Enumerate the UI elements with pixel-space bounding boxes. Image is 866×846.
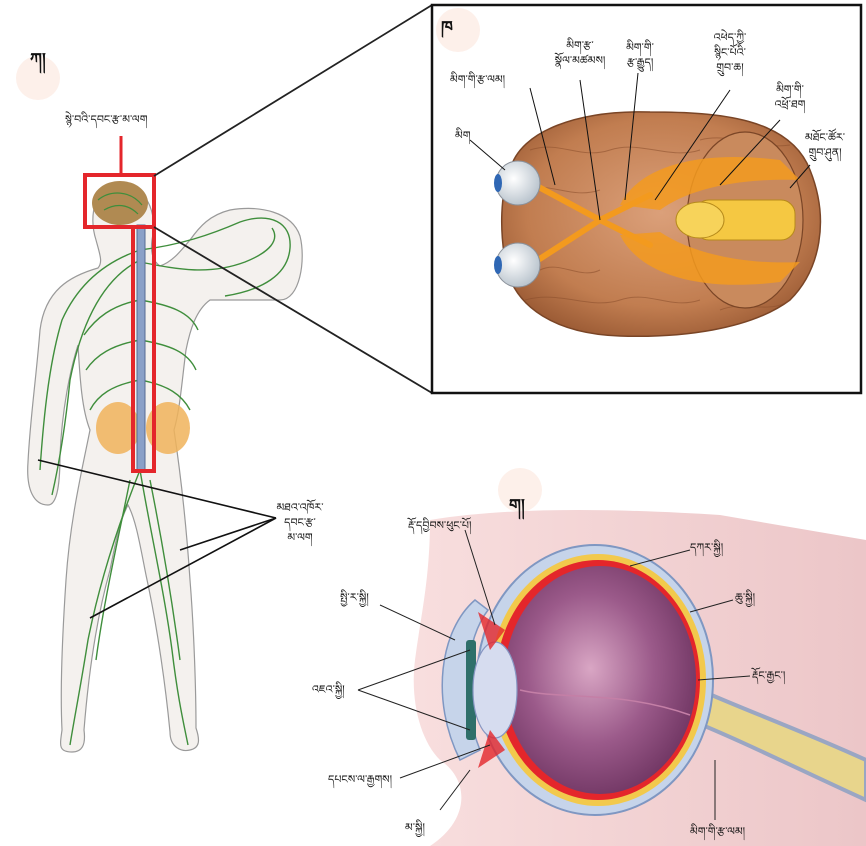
label-geniculate-line-1: འཕེད་ཀྱི་ bbox=[695, 30, 765, 45]
label-conjunctiva: མ་སྐྱི། bbox=[405, 820, 425, 835]
label-ciliary-body: རྡོ་དབྱིབས་ཕུང་པོ། bbox=[408, 518, 471, 533]
label-retina: རྡོང་རྒྱང་། bbox=[752, 668, 785, 683]
peripheral-line-2: དབང་རྩ་ bbox=[260, 515, 340, 530]
peripheral-line-1: མཐའ་འཁོར་ bbox=[260, 500, 340, 515]
lens bbox=[473, 642, 517, 738]
peripheral-line-3: མ་ལག bbox=[260, 530, 340, 545]
label-visual-cortex-line-1: མཐོང་ཚོར་ bbox=[790, 130, 860, 145]
label-suspensory-ligament: དཔངས་ལ་རྒྱགས། bbox=[328, 772, 392, 787]
label-sclera: དཀར་སྐྱི། bbox=[690, 540, 723, 555]
label-visual-cortex-line-2: གྲུབ་ཤུན། bbox=[790, 145, 860, 160]
label-optic-chiasm: མིག་རྩ་ སྣོལ་མཚམས། bbox=[545, 38, 615, 68]
vitreous-body bbox=[504, 566, 696, 794]
label-geniculate-line-2: སྙིང་པོའི་ bbox=[695, 45, 765, 60]
label-optic-radiation: མིག་གི་ འཕྲོ་ཐག bbox=[760, 82, 820, 112]
label-optic-nerve-b: མིག་གི་རྩ་ལམ། bbox=[450, 72, 505, 87]
label-geniculate-line-3: གྲུབ་ཆ། bbox=[695, 60, 765, 75]
label-optic-tract-line-2: རྩ་རྒྱུད། bbox=[610, 55, 670, 70]
label-visual-cortex: མཐོང་ཚོར་ གྲུབ་ཤུན། bbox=[790, 130, 860, 160]
iris-bottom bbox=[494, 256, 502, 274]
label-eye: མིག bbox=[455, 128, 470, 143]
brain-spine-system-label: སྙེ་བའི་དབང་རྩ་མ་ལག bbox=[65, 112, 147, 127]
body-outline bbox=[28, 185, 303, 752]
label-radiation-line-2: འཕྲོ་ཐག bbox=[760, 97, 820, 112]
label-cornea: སྤྱི་ར་སྐྱི། bbox=[340, 590, 369, 605]
peripheral-system-label: མཐའ་འཁོར་ དབང་རྩ་ མ་ལག bbox=[260, 500, 340, 545]
pons bbox=[676, 202, 724, 238]
label-iris: འཇའ་སྐྱི། bbox=[312, 682, 345, 697]
label-choroid: ཆུ་སྐྱི། bbox=[735, 590, 755, 605]
label-optic-chiasm-line-2: སྣོལ་མཚམས། bbox=[545, 53, 615, 68]
panel-c-label: ག། bbox=[509, 486, 525, 534]
label-radiation-line-1: མིག་གི་ bbox=[760, 82, 820, 97]
panel-b-label: ཁ bbox=[441, 8, 453, 56]
label-optic-nerve-c: མིག་གི་རྩ་ལམ། bbox=[690, 824, 745, 839]
left-eyeball-bottom bbox=[496, 243, 540, 287]
spinal-cord bbox=[137, 225, 145, 470]
zoom-connector-top bbox=[154, 5, 432, 176]
label-optic-tract: མིག་གི་ རྩ་རྒྱུད། bbox=[610, 40, 670, 70]
label-optic-tract-line-1: མིག་གི་ bbox=[610, 40, 670, 55]
panel-a-label: ཀ། bbox=[30, 40, 46, 88]
iris-top bbox=[494, 174, 502, 192]
label-optic-chiasm-line-1: མིག་རྩ་ bbox=[545, 38, 615, 53]
label-lateral-geniculate: འཕེད་ཀྱི་ སྙིང་པོའི་ གྲུབ་ཆ། bbox=[695, 30, 765, 75]
